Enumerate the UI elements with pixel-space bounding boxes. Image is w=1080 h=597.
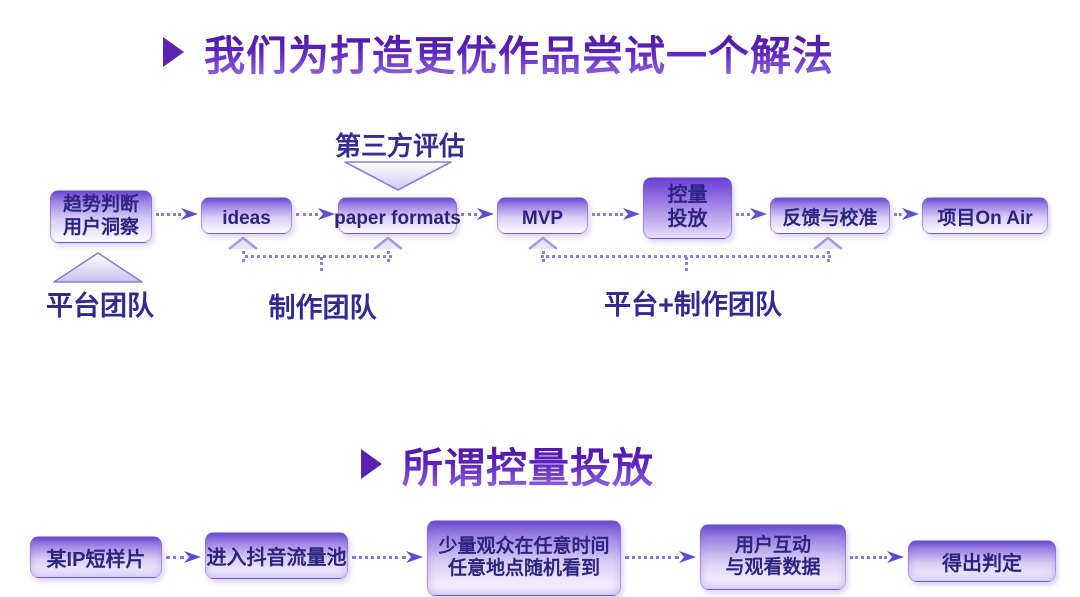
chevron-up-marker — [226, 236, 260, 262]
dotted-connector — [736, 212, 750, 216]
team-label-production: 制作团队 — [268, 293, 377, 323]
third-party-eval-label: 第三方评估 — [334, 131, 465, 161]
arrow-head-icon — [477, 208, 494, 220]
arrow-head-icon — [318, 208, 335, 220]
chevron-up-icon — [53, 252, 143, 283]
box-label: 任意地点随机看到 — [447, 558, 600, 579]
box-label: 反馈与校准 — [782, 207, 878, 229]
flow2-box-user-interaction-data: 用户互动 与观看数据 — [700, 524, 846, 590]
dotted-connector — [850, 555, 887, 559]
box-label: paper formats — [334, 207, 461, 229]
box-label: 某IP短样片 — [46, 548, 146, 571]
flow1-arrow — [894, 206, 919, 222]
box-label: 项目On Air — [937, 207, 1033, 229]
flow1-arrow — [156, 206, 198, 222]
chevron-up-marker — [371, 236, 405, 262]
flow1-box-ideas: ideas — [201, 197, 292, 234]
dotted-connector — [894, 212, 902, 216]
arrow-head-icon — [623, 208, 640, 220]
flow1-arrow — [296, 206, 335, 222]
box-label: 控量 — [667, 184, 708, 207]
flow1-box-mvp: MVP — [497, 197, 588, 234]
group-bracket-line — [245, 255, 392, 258]
box-label: ideas — [222, 207, 271, 229]
flow2-box-douyin-traffic-pool: 进入抖音流量池 — [205, 532, 348, 579]
flow1-box-feedback-calibration: 反馈与校准 — [770, 197, 890, 234]
flow2-box-ip-sample: 某IP短样片 — [30, 536, 162, 578]
dotted-connector — [156, 212, 181, 216]
box-label: 得出判定 — [942, 552, 1022, 575]
flow2-arrow — [166, 549, 201, 565]
box-label: 用户洞察 — [62, 216, 139, 238]
team-label-platform: 平台团队 — [46, 291, 154, 321]
chevron-up-marker — [811, 236, 845, 262]
flow1-arrow — [461, 206, 494, 222]
dotted-connector — [166, 555, 184, 559]
section2-title-row: 所谓控量投放 — [361, 434, 654, 494]
flow1-box-trend-insight: 趋势判断 用户洞察 — [50, 190, 152, 243]
dotted-connector — [296, 212, 318, 216]
flow2-box-random-audience: 少量观众在任意时间 任意地点随机看到 — [427, 520, 621, 596]
flow1-box-controlled-release: 控量 投放 — [643, 177, 732, 239]
flow1-box-project-on-air: 项目On Air — [922, 197, 1048, 234]
box-label: 与观看数据 — [725, 557, 821, 578]
dotted-connector — [592, 212, 623, 216]
arrow-head-icon — [406, 551, 423, 563]
team-label-platform-production: 平台+制作团队 — [604, 290, 782, 320]
arrow-head-icon — [184, 551, 201, 563]
flow1-arrow — [736, 206, 767, 222]
flow2-arrow — [352, 549, 423, 565]
group-bracket-line — [541, 255, 831, 258]
box-label: MVP — [521, 207, 564, 229]
dotted-tail — [241, 251, 245, 262]
box-label: 少量观众在任意时间 — [438, 535, 610, 557]
chevron-up-marker — [526, 236, 560, 262]
group-bracket-drop — [320, 257, 323, 271]
flow2-arrow — [625, 549, 696, 565]
arrow-head-icon — [679, 551, 696, 563]
box-label: 趋势判断 — [62, 194, 139, 216]
flow1-arrow — [592, 206, 640, 222]
arrow-head-icon — [902, 208, 919, 220]
chevron-down-icon — [344, 161, 452, 191]
arrow-head-icon — [887, 551, 904, 563]
arrow-head-icon — [181, 208, 198, 220]
section1-title-row: 我们为打造更优作品尝试一个解法 — [163, 22, 834, 82]
flow1-box-paper-formats: paper formats — [334, 197, 461, 234]
group-bracket-drop — [685, 257, 688, 271]
box-label: 进入抖音流量池 — [206, 547, 347, 570]
flow2-box-verdict: 得出判定 — [908, 540, 1056, 582]
box-label: 用户互动 — [734, 534, 811, 556]
section2-title: 所谓控量投放 — [402, 434, 654, 494]
dotted-connector — [461, 212, 477, 216]
dotted-connector — [625, 555, 679, 559]
flow2-arrow — [850, 549, 904, 565]
box-label: 投放 — [667, 208, 708, 230]
section1-title: 我们为打造更优作品尝试一个解法 — [204, 22, 834, 82]
section1-bullet-icon — [163, 37, 184, 67]
arrow-head-icon — [750, 208, 767, 220]
section2-bullet-icon — [361, 449, 382, 479]
dotted-connector — [352, 555, 406, 559]
